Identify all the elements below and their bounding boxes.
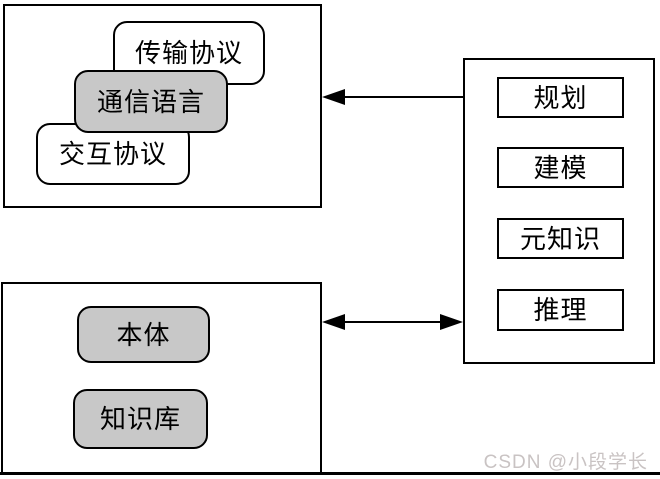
node-interaction-protocol: 交互协议 <box>36 123 190 185</box>
figure-bottom-border <box>0 472 660 475</box>
protocols-group-box: 传输协议 交互协议 通信语言 <box>3 4 322 208</box>
arrow-bottom-line <box>340 321 445 323</box>
node-interaction-protocol-label: 交互协议 <box>58 139 167 169</box>
capability-item-metaknowledge-label: 元知识 <box>519 223 601 254</box>
capability-item-planning-label: 规划 <box>533 82 588 113</box>
capability-item-reasoning-label: 推理 <box>533 295 588 325</box>
arrow-bottom-arrowhead-right <box>440 314 463 330</box>
node-communication-language-label: 通信语言 <box>96 86 205 117</box>
capability-item-reasoning: 推理 <box>497 289 624 331</box>
node-ontology-label: 本体 <box>116 319 171 350</box>
capabilities-group-box: 规划 建模 元知识 推理 <box>463 58 655 364</box>
node-knowledge-base: 知识库 <box>73 389 208 449</box>
arrow-top-arrowhead-left <box>322 89 345 105</box>
knowledge-group-box: 本体 知识库 <box>1 282 322 475</box>
capability-item-modeling-label: 建模 <box>533 152 588 183</box>
node-knowledge-base-label: 知识库 <box>99 404 181 434</box>
watermark: CSDN @小段学长 <box>483 452 648 473</box>
capability-item-planning: 规划 <box>497 77 624 118</box>
arrow-top-line <box>340 96 463 98</box>
node-communication-language: 通信语言 <box>74 70 228 133</box>
node-ontology: 本体 <box>77 306 210 363</box>
capability-item-metaknowledge: 元知识 <box>497 218 624 259</box>
arrow-bottom-arrowhead-left <box>322 314 345 330</box>
node-transport-protocol-label: 传输协议 <box>134 38 243 68</box>
capability-item-modeling: 建模 <box>497 147 624 188</box>
